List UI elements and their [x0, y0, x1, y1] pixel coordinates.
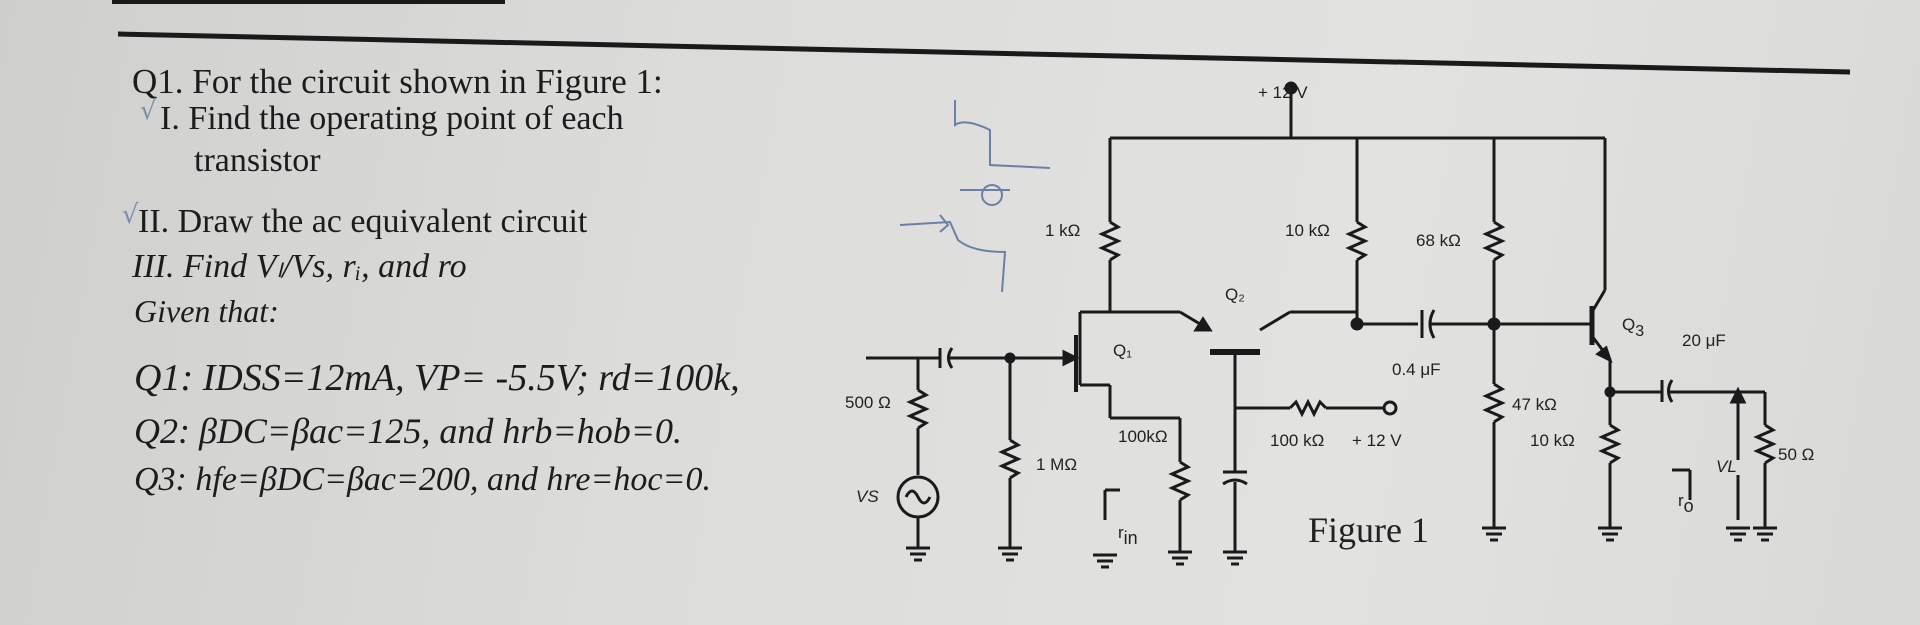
ground-symbols [906, 526, 1777, 569]
label-r-500: 500 Ω [845, 393, 891, 412]
label-c-04: 0.4 μF [1392, 360, 1441, 379]
question-title: Q1. For the circuit shown in Figure 1: [132, 62, 663, 101]
check-mark-icon: √ [140, 96, 157, 126]
question-item-2: II. Draw the ac equivalent circuit [138, 203, 588, 240]
label-r-1M: 1 MΩ [1036, 455, 1077, 474]
label-r-50: 50 Ω [1778, 445, 1814, 464]
label-r-100k-source: 100kΩ [1118, 427, 1168, 446]
resistor-1M [998, 438, 1022, 480]
label-r-1k: 1 kΩ [1045, 221, 1080, 240]
check-mark-icon: √ [122, 200, 139, 230]
supply-terminal [1284, 81, 1298, 95]
resistor-1k [1098, 220, 1122, 262]
label-r-100k-base: 100 kΩ [1270, 431, 1324, 450]
label-supply-base: + 12 V [1352, 431, 1402, 450]
label-q1: Q₁ [1113, 341, 1132, 360]
label-q2: Q₂ [1225, 285, 1245, 304]
label-supply-top: + 12 V [1258, 83, 1308, 102]
resistor-500 [906, 388, 930, 430]
label-c-20: 20 μF [1682, 331, 1726, 350]
label-r-10k-emitter: 10 kΩ [1530, 431, 1575, 450]
label-r-68k: 68 kΩ [1416, 231, 1461, 250]
resistor-100k-base [1288, 398, 1328, 418]
header-rule [117, 31, 1851, 75]
label-r-10k: 10 kΩ [1285, 221, 1330, 240]
given-heading: Given that: [134, 293, 279, 329]
label-vl: VL [1716, 457, 1737, 476]
figure-caption: Figure 1 [1308, 510, 1429, 550]
label-rin: rin [1118, 523, 1138, 548]
label-q3: Q3 [1622, 315, 1644, 340]
label-vs: VS [856, 487, 879, 506]
label-ro: ro [1678, 491, 1694, 516]
handwritten-sketch [899, 100, 1051, 293]
resistor-10k-emitter [1598, 423, 1622, 465]
resistor-10k [1345, 220, 1369, 262]
q2-parameters: Q2: βDC=βac=125, and hrb=hob=0. [134, 411, 683, 451]
resistor-50 [1753, 423, 1777, 465]
label-r-47k: 47 kΩ [1512, 395, 1557, 414]
question-item-3: III. Find Vₗ/Vs, rᵢ, and ro [132, 248, 467, 285]
jfet-q1-arrow [1062, 349, 1080, 367]
question-item-1-line-2: transistor [194, 142, 321, 179]
resistor-47k [1482, 382, 1506, 424]
q1-parameters: Q1: IDSS=12mA, VP= -5.5V; rd=100k, [134, 357, 740, 399]
resistor-68k [1482, 220, 1506, 262]
question-item-1-line-1: I. Find the operating point of each [160, 100, 624, 137]
q3-parameters: Q3: hfe=βDC=βac=200, and hre=hoc=0. [134, 461, 711, 498]
resistor-100k-source [1168, 460, 1192, 502]
